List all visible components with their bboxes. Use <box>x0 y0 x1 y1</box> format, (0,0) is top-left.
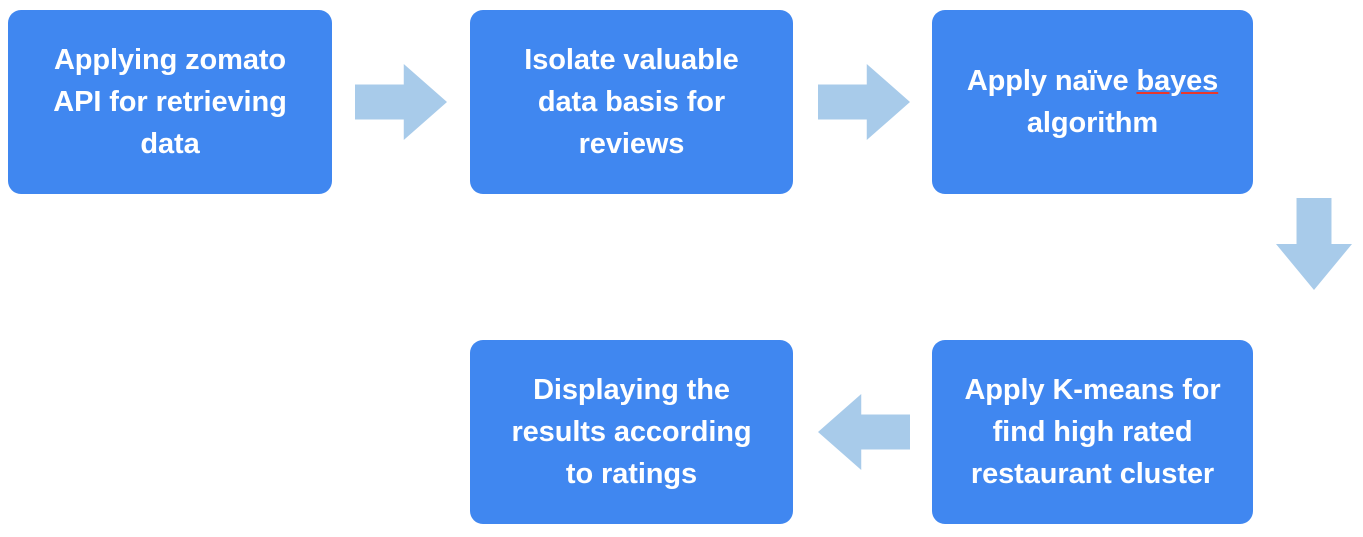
process-node-apply-k-means[interactable]: Apply K-means for find high rated restau… <box>932 340 1253 524</box>
process-node-isolate-valuable-data[interactable]: Isolate valuable data basis for reviews <box>470 10 793 194</box>
process-node-apply-naive-bayes[interactable]: Apply naïve bayes algorithm <box>932 10 1253 194</box>
process-node-displaying-results[interactable]: Displaying the results according to rati… <box>470 340 793 524</box>
process-node-label: Displaying the results according to rati… <box>511 373 752 491</box>
process-node-label: Isolate valuable data basis for reviews <box>524 43 739 161</box>
process-node-label: Apply K-means for find high rated restau… <box>964 373 1221 491</box>
arrow-down-icon-3 <box>1276 198 1352 290</box>
process-node-label: Applying zomato API for retrieving data <box>53 43 287 161</box>
process-node-applying-zomato-api[interactable]: Applying zomato API for retrieving data <box>8 10 332 194</box>
arrow-right-icon-2 <box>818 64 910 140</box>
arrow-right-icon-1 <box>355 64 447 140</box>
misspelled-word: bayes <box>1136 64 1219 97</box>
process-node-label-suffix: algorithm <box>1026 107 1159 139</box>
arrow-left-icon-4 <box>818 394 910 470</box>
process-node-label: Apply naïve bayes algorithm <box>967 60 1218 144</box>
process-node-label-prefix: Apply naïve <box>966 64 1137 97</box>
